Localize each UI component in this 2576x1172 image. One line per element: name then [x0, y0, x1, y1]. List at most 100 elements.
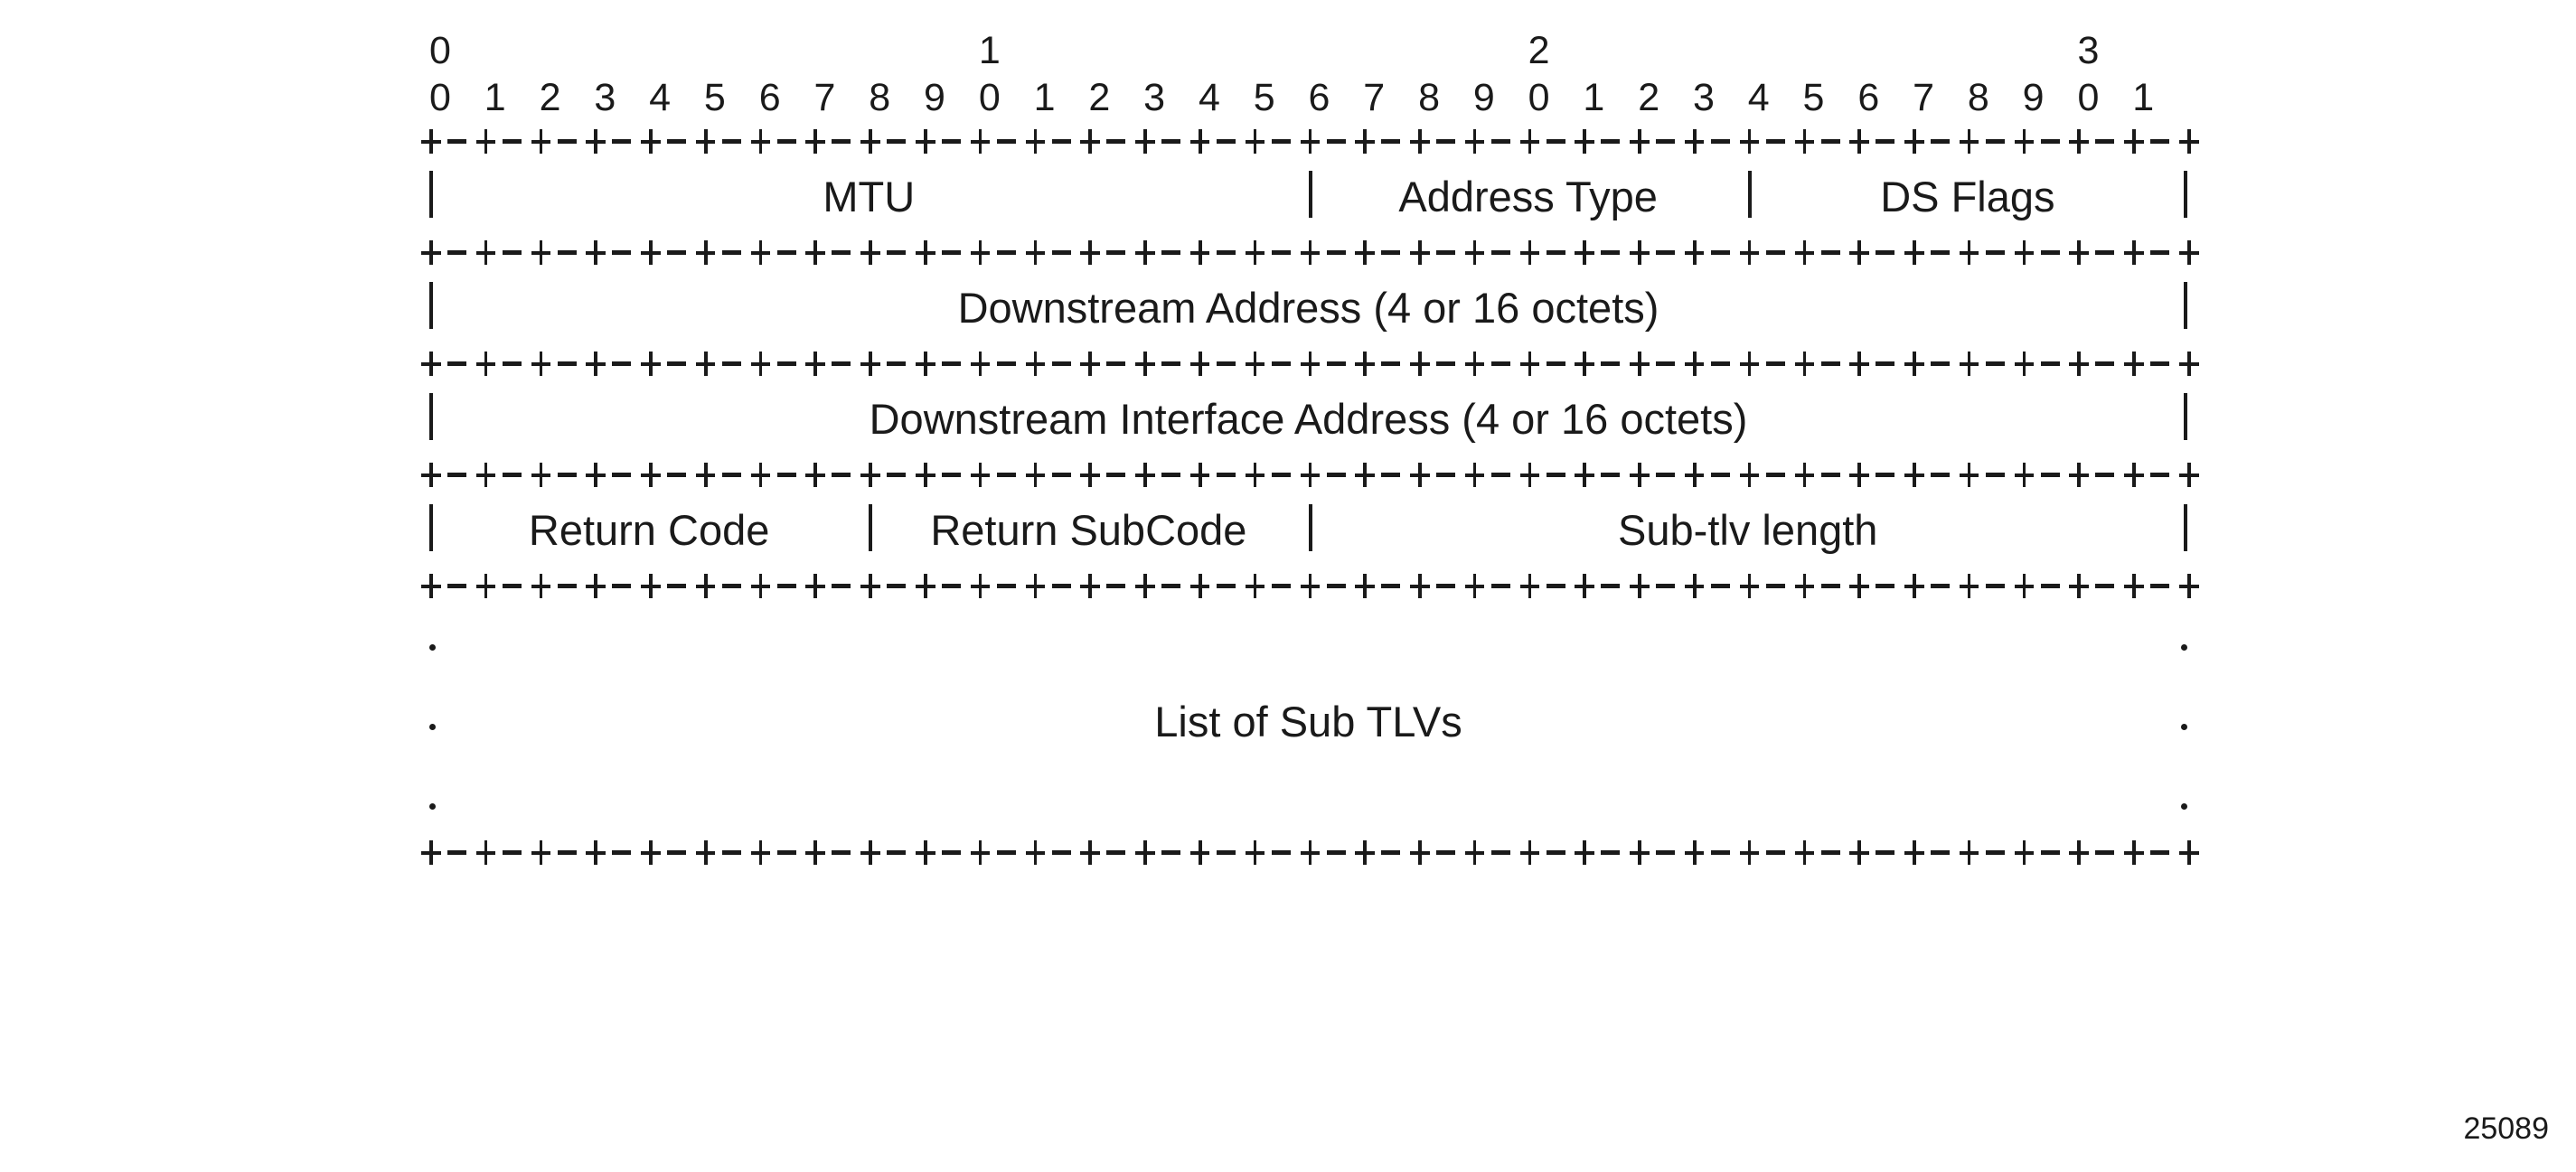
separator-dash-icon [1601, 850, 1621, 855]
separator-plus-icon [751, 574, 769, 598]
separator-plus-icon [806, 840, 824, 865]
separator-plus-icon [421, 574, 440, 598]
separator-plus-icon [1960, 129, 1979, 154]
separator-dash-icon [1820, 139, 1840, 144]
separator-dash-icon [1820, 850, 1840, 855]
separator-plus-icon [2070, 463, 2088, 487]
separator-dash-icon [996, 473, 1016, 477]
bit-ruler-digit-17: 7 [1363, 76, 1386, 119]
separator-plus-icon [1905, 352, 1923, 376]
separator-plus-icon [1081, 352, 1099, 376]
separator-dash-icon [2040, 584, 2060, 588]
separator-plus-icon [531, 240, 550, 265]
separator-dash-icon [1876, 139, 1895, 144]
separator-dash-icon [1765, 361, 1785, 366]
field-divider-bar [1308, 504, 1312, 551]
separator-plus-icon [751, 463, 769, 487]
separator-plus-icon [1410, 352, 1429, 376]
bit-ruler-digit-9: 9 [924, 76, 945, 119]
separator-dash-icon [1765, 850, 1785, 855]
separator-dash-icon [942, 139, 962, 144]
separator-plus-icon [861, 352, 879, 376]
separator-dash-icon [2150, 139, 2170, 144]
separator-plus-icon [1520, 129, 1538, 154]
separator-dash-icon [1381, 139, 1401, 144]
separator-plus-icon [971, 840, 990, 865]
separator-dash-icon [1546, 473, 1565, 477]
separator-plus-icon [587, 129, 605, 154]
separator-plus-icon [1631, 574, 1649, 598]
separator-dash-icon [1601, 584, 1621, 588]
field-divider-bar [429, 504, 434, 551]
separator-dash-icon [447, 850, 466, 855]
separator-dash-icon [1381, 361, 1401, 366]
separator-plus-icon [1575, 129, 1594, 154]
separator-plus-icon [1246, 129, 1264, 154]
ellipsis-dot-right [2181, 724, 2187, 730]
bit-ruler-digit-14: 4 [1198, 76, 1220, 119]
separator-dash-icon [832, 361, 851, 366]
separator-plus-icon [1081, 129, 1099, 154]
separator-dash-icon [1051, 850, 1071, 855]
bit-ruler-digit-5: 5 [703, 76, 726, 119]
separator-dash-icon [1656, 850, 1676, 855]
separator-dash-icon [832, 850, 851, 855]
separator-plus-icon [642, 840, 660, 865]
separator-plus-icon [1190, 463, 1209, 487]
separator-plus-icon [916, 240, 935, 265]
separator-dash-icon [1106, 139, 1126, 144]
separator-plus-icon [1356, 352, 1374, 376]
separator-plus-icon [806, 352, 824, 376]
separator-plus-icon [1301, 240, 1319, 265]
separator-dash-icon [1985, 250, 2005, 255]
separator-plus-icon [1740, 352, 1758, 376]
separator-dash-icon [1490, 361, 1510, 366]
separator-dash-icon [1985, 584, 2005, 588]
separator-plus-icon [1795, 240, 1813, 265]
separator-dash-icon [612, 584, 632, 588]
separator-dash-icon [721, 850, 741, 855]
bit-ruler-digit-30: 0 [2077, 76, 2100, 119]
separator-plus-icon [2125, 463, 2143, 487]
separator-dash-icon [996, 250, 1016, 255]
separator-dash-icon [612, 473, 632, 477]
separator-dash-icon [1106, 361, 1126, 366]
separator-plus-icon [1246, 463, 1264, 487]
row-downstream-interface-address: Downstream Interface Address (4 or 16 oc… [429, 380, 2187, 458]
separator-plus-icon [1960, 240, 1979, 265]
separator-dash-icon [1271, 139, 1291, 144]
separator-dash-icon [667, 361, 687, 366]
separator-plus-icon [1301, 463, 1319, 487]
separator-dash-icon [502, 250, 522, 255]
separator-plus-icon [1026, 463, 1044, 487]
separator-row-1 [421, 236, 2198, 269]
separator-plus-icon [1301, 574, 1319, 598]
separator-dash-icon [1051, 361, 1071, 366]
bit-ruler-digit-28: 8 [1967, 76, 1989, 119]
separator-dash-icon [887, 584, 907, 588]
separator-plus-icon [1520, 840, 1538, 865]
separator-plus-icon [696, 352, 715, 376]
separator-dash-icon [1161, 473, 1181, 477]
bit-ruler-digit-25: 5 [1802, 76, 1825, 119]
separator-plus-icon [1520, 240, 1538, 265]
separator-dash-icon [1326, 250, 1346, 255]
separator-dash-icon [2095, 584, 2115, 588]
bit-ruler-digit-18: 8 [1418, 76, 1440, 119]
separator-dash-icon [996, 361, 1016, 366]
separator-dash-icon [2095, 473, 2115, 477]
separator-plus-icon [1246, 574, 1264, 598]
separator-plus-icon [1410, 240, 1429, 265]
separator-dash-icon [612, 850, 632, 855]
separator-plus-icon [421, 840, 440, 865]
separator-plus-icon [2015, 129, 2033, 154]
separator-plus-icon [2070, 240, 2088, 265]
bit-ruler-decade-0: 0 [429, 29, 451, 72]
bit-ruler-digit-23: 3 [1692, 76, 1715, 119]
separator-plus-icon [1685, 240, 1704, 265]
separator-plus-icon [587, 352, 605, 376]
separator-plus-icon [1631, 240, 1649, 265]
separator-plus-icon [1026, 129, 1044, 154]
separator-dash-icon [1436, 361, 1456, 366]
